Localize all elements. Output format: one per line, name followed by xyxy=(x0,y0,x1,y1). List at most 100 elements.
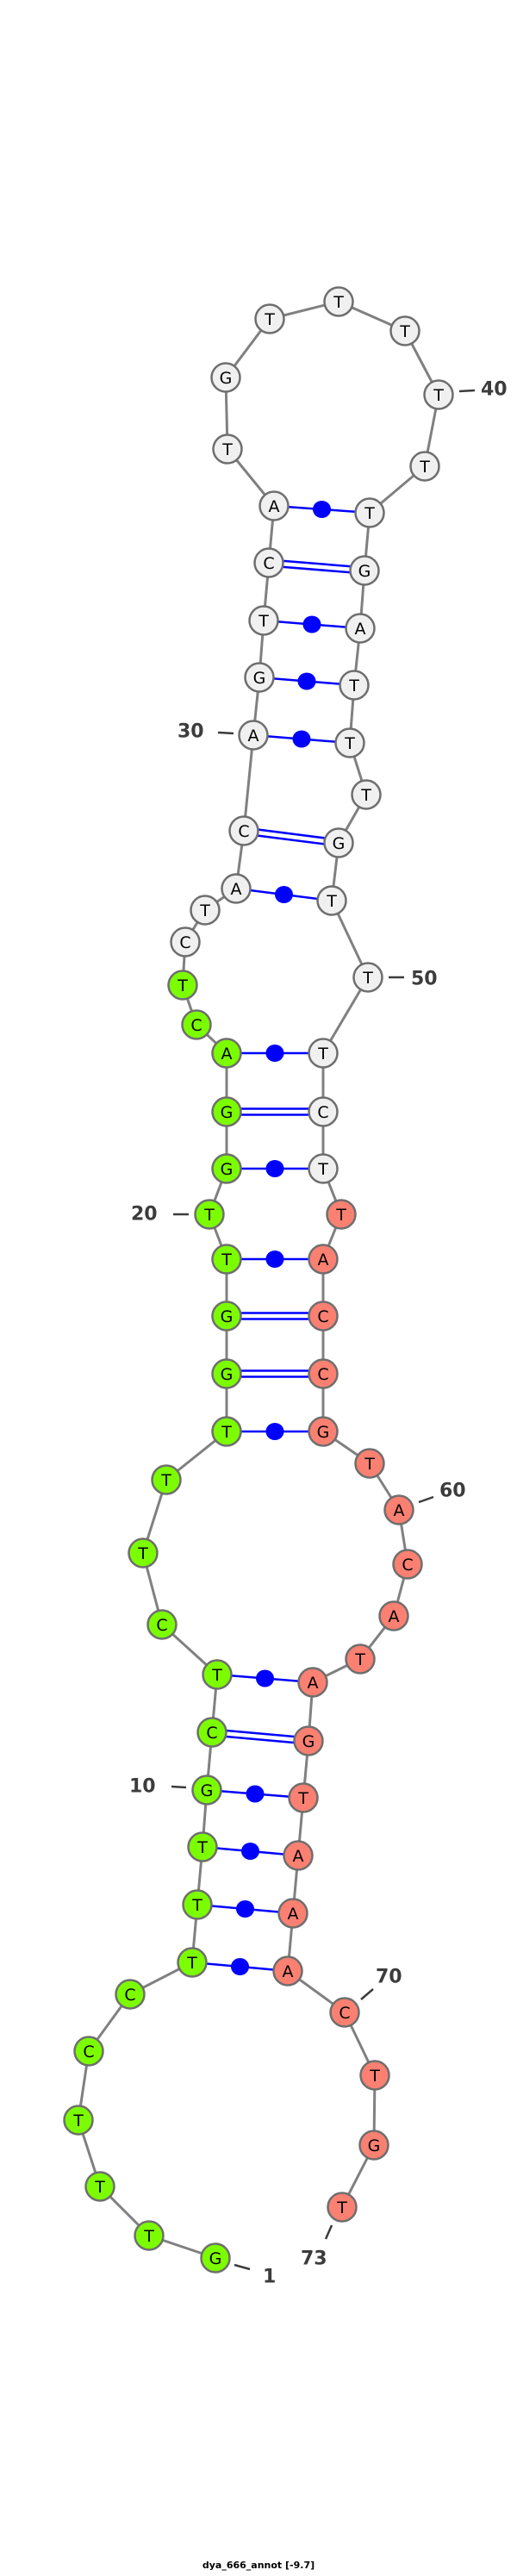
nucleotide-letter: T xyxy=(203,1206,215,1225)
nucleotide-letter: G xyxy=(209,2249,222,2268)
nucleotide-letter: T xyxy=(333,293,344,312)
nucleotide-letter: A xyxy=(308,1674,319,1693)
nucleotide-letter: C xyxy=(339,2004,350,2023)
nucleotide-circle xyxy=(308,1416,339,1447)
nucleotide-letter: G xyxy=(253,669,266,688)
nucleotide-letter: G xyxy=(317,1423,330,1442)
nucleotide-letter: T xyxy=(94,2178,105,2197)
position-number: 1 xyxy=(263,2267,276,2288)
nucleotide-letter: A xyxy=(394,1501,405,1520)
nucleotide-circle xyxy=(308,1358,339,1389)
nucleotide-letter: T xyxy=(160,1471,171,1490)
nucleotide-letter: T xyxy=(317,1160,328,1179)
base-pair-line xyxy=(269,558,365,569)
nucleotide-circle xyxy=(297,1667,328,1698)
nucleotide-letter: T xyxy=(364,504,375,523)
base-pair-dot xyxy=(292,730,311,748)
nucleotide-circle xyxy=(288,1782,319,1813)
nucleotide-letter: G xyxy=(368,2136,381,2155)
nucleotide-circle xyxy=(423,379,454,410)
nucleotide-letter: A xyxy=(293,1847,304,1866)
position-number: 73 xyxy=(301,2249,327,2270)
nucleotide-letter: C xyxy=(402,1556,413,1575)
base-pair-line xyxy=(268,564,364,575)
nucleotide-circle xyxy=(187,1831,218,1862)
nucleotide-letter: T xyxy=(221,1251,232,1269)
nucleotide-letter: T xyxy=(137,1544,148,1563)
nucleotide-circle xyxy=(352,962,383,993)
nucleotide-circle xyxy=(134,2220,165,2251)
nucleotide-circle xyxy=(323,286,354,317)
nucleotide-circle xyxy=(200,2242,231,2273)
nucleotide-letter: A xyxy=(355,620,366,639)
nucleotide-circle xyxy=(167,970,198,1001)
nucleotide-letter: G xyxy=(333,834,346,853)
base-pair-line xyxy=(211,1734,308,1745)
nucleotide-circle xyxy=(253,547,284,578)
base-pair-dot xyxy=(265,1160,284,1177)
nucleotide-letter: G xyxy=(220,369,233,388)
nucleotide-circle xyxy=(323,827,354,858)
nucleotide-letter: T xyxy=(399,322,410,341)
nucleotide-letter: T xyxy=(196,1838,208,1857)
nucleotide-circle xyxy=(277,1898,308,1929)
nucleotide-letter: A xyxy=(389,1607,400,1626)
nucleotide-circle xyxy=(308,1096,339,1127)
nucleotide-circle xyxy=(115,1979,146,2010)
nucleotide-letter: G xyxy=(221,1160,234,1179)
nucleotide-circle xyxy=(182,1889,213,1920)
backbone-segment xyxy=(242,734,255,832)
position-number: 20 xyxy=(131,1204,158,1226)
nucleotide-letter: T xyxy=(186,1954,197,1973)
nucleotide-letter: G xyxy=(221,1307,234,1326)
nucleotide-letter: A xyxy=(269,497,280,516)
nucleotide-letter: T xyxy=(191,1896,202,1915)
position-number: 50 xyxy=(411,969,438,990)
nucleotide-letter: T xyxy=(348,677,359,695)
position-tick xyxy=(458,389,476,393)
base-pair-dot xyxy=(265,1045,284,1062)
nucleotide-letter: C xyxy=(238,822,249,841)
nucleotide-circle xyxy=(211,1416,242,1447)
nucleotide-circle xyxy=(389,315,420,346)
nucleotide-letter: T xyxy=(344,734,355,753)
nucleotide-letter: C xyxy=(156,1616,167,1635)
nucleotide-circle xyxy=(254,303,285,334)
nucleotide-circle xyxy=(392,1549,423,1580)
nucleotide-circle xyxy=(210,362,241,393)
nucleotide-letter: T xyxy=(419,458,430,477)
base-pair-line xyxy=(244,826,339,841)
base-pair-dot xyxy=(246,1785,265,1803)
nucleotide-letter: T xyxy=(72,2111,84,2130)
base-pair-line xyxy=(212,1728,309,1739)
nucleotide-circle xyxy=(351,779,382,810)
nucleotide-letter: C xyxy=(124,1986,135,2005)
nucleotide-circle xyxy=(212,433,243,465)
nucleotide-circle xyxy=(194,1199,225,1230)
base-pair-dot xyxy=(302,615,321,633)
nucleotide-letter: T xyxy=(433,386,444,405)
nucleotide-letter: C xyxy=(83,2043,94,2061)
nucleotide-circle xyxy=(181,1009,212,1040)
nucleotide-letter: T xyxy=(297,1789,308,1808)
nucleotide-letter: G xyxy=(221,1103,234,1122)
nucleotide-circle xyxy=(308,1038,339,1069)
base-pair-dot xyxy=(265,1251,284,1268)
base-pair-dot xyxy=(236,1900,254,1918)
nucleotide-circle xyxy=(272,1955,303,1987)
nucleotide-circle xyxy=(191,1775,222,1806)
nucleotide-letter: A xyxy=(288,1905,299,1924)
nucleotide-circle xyxy=(151,1464,182,1495)
nucleotide-letter: T xyxy=(177,976,188,995)
nucleotide-letter: A xyxy=(248,727,259,745)
nucleotide-letter: T xyxy=(317,1045,328,1063)
nucleotide-circle xyxy=(244,662,275,693)
nucleotide-letter: T xyxy=(221,440,233,459)
base-pair-dot xyxy=(313,501,331,518)
nucleotide-circle xyxy=(293,1725,324,1756)
nucleotide-letter: T xyxy=(364,1455,375,1474)
nucleotide-circle xyxy=(308,1244,339,1275)
nucleotide-letter: T xyxy=(360,786,371,805)
nucleotide-circle xyxy=(316,885,347,916)
